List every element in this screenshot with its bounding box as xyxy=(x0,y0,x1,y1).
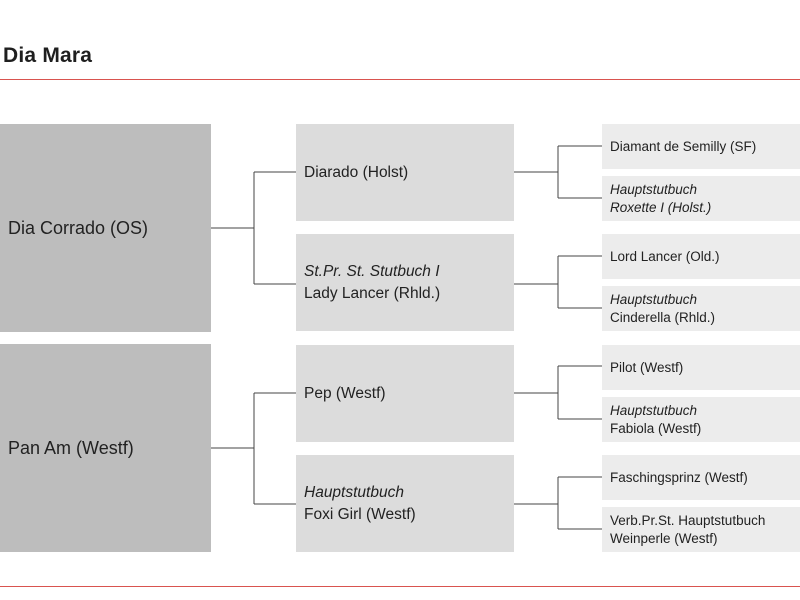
dsd-qualifier: Hauptstutbuch xyxy=(610,402,698,418)
dds-name: Faschingsprinz (Westf) xyxy=(610,469,748,485)
sds-name: Lord Lancer (Old.) xyxy=(610,248,720,264)
pedigree-dss-box: Pilot (Westf) xyxy=(602,345,800,390)
dam-dam-name: Foxi Girl (Westf) xyxy=(304,505,416,523)
sire-sire-name: Diarado (Holst) xyxy=(304,163,409,181)
sss-name: Diamant de Semilly (SF) xyxy=(610,138,757,154)
pedigree-dam-dam-box: Hauptstutbuch Foxi Girl (Westf) xyxy=(296,455,514,552)
bottom-divider xyxy=(0,586,800,587)
sire-dam-qualifier: St.Pr. St. Stutbuch I xyxy=(304,262,440,280)
dam-dam-qualifier: Hauptstutbuch xyxy=(304,483,404,501)
sire-dam-name: Lady Lancer (Rhld.) xyxy=(304,284,441,302)
sdd-qualifier: Hauptstutbuch xyxy=(610,291,698,307)
dss-name: Pilot (Westf) xyxy=(610,359,684,375)
pedigree-ssd-box: Hauptstutbuch Roxette I (Holst.) xyxy=(602,176,800,221)
pedigree-sire-box: Dia Corrado (OS) xyxy=(0,124,211,332)
ssd-name: Roxette I (Holst.) xyxy=(610,199,712,215)
page-title: Dia Mara xyxy=(3,44,93,67)
pedigree-dsd-box: Hauptstutbuch Fabiola (Westf) xyxy=(602,397,800,442)
sdd-name: Cinderella (Rhld.) xyxy=(610,309,716,325)
pedigree-dam-sire-box: Pep (Westf) xyxy=(296,345,514,442)
pedigree-dds-box: Faschingsprinz (Westf) xyxy=(602,455,800,500)
pedigree-sss-box: Diamant de Semilly (SF) xyxy=(602,124,800,169)
pedigree-dam-box: Pan Am (Westf) xyxy=(0,344,211,552)
pedigree-ddd-box: Verb.Pr.St. Hauptstutbuch Weinperle (Wes… xyxy=(602,507,800,552)
sire-name: Dia Corrado (OS) xyxy=(8,217,149,238)
pedigree-sire-sire-box: Diarado (Holst) xyxy=(296,124,514,221)
dsd-name: Fabiola (Westf) xyxy=(610,420,702,436)
ddd-name: Weinperle (Westf) xyxy=(610,530,718,546)
dam-name: Pan Am (Westf) xyxy=(8,437,134,458)
dam-sire-name: Pep (Westf) xyxy=(304,384,386,402)
ddd-qualifier: Verb.Pr.St. Hauptstutbuch xyxy=(610,512,766,528)
ssd-qualifier: Hauptstutbuch xyxy=(610,181,698,197)
pedigree-sds-box: Lord Lancer (Old.) xyxy=(602,234,800,279)
pedigree-sire-dam-box: St.Pr. St. Stutbuch I Lady Lancer (Rhld.… xyxy=(296,234,514,331)
pedigree-sdd-box: Hauptstutbuch Cinderella (Rhld.) xyxy=(602,286,800,331)
top-divider xyxy=(0,79,800,80)
